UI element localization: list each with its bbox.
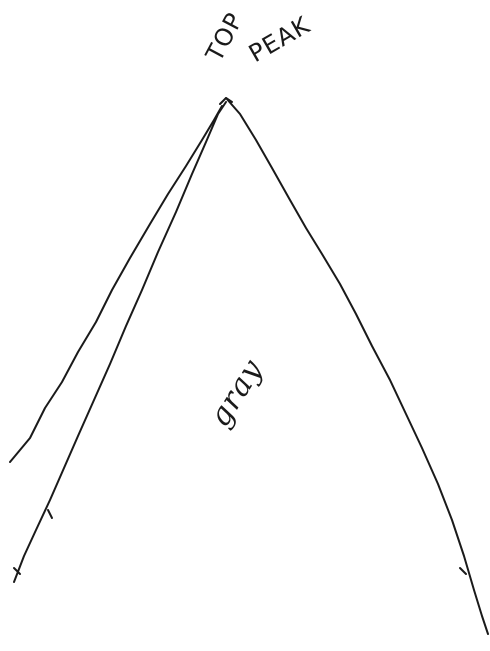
left-tick-mark xyxy=(48,510,52,518)
right-tick-mark xyxy=(460,568,466,574)
inner-left-slope-line xyxy=(14,102,226,582)
right-slope-line xyxy=(226,98,488,634)
outer-left-slope-line xyxy=(10,106,222,462)
